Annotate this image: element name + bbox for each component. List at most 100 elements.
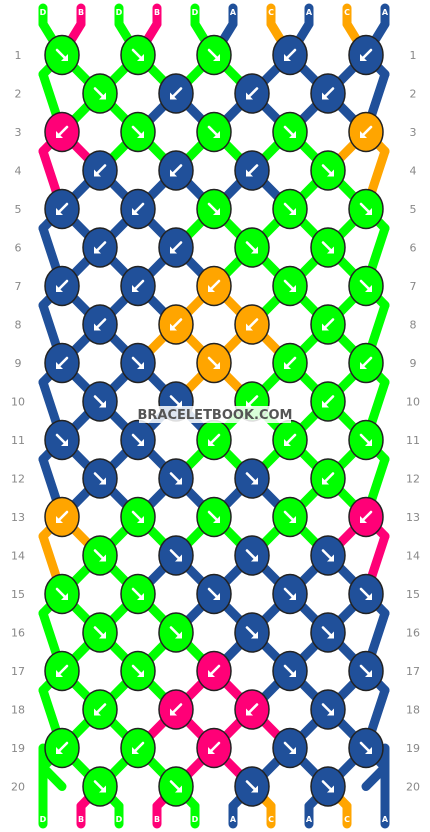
strand-label-bottom: A [230, 815, 237, 824]
knot [310, 766, 346, 807]
knot [196, 188, 232, 230]
knot [158, 689, 194, 730]
arrow-down-right-icon [93, 395, 106, 408]
knot [120, 496, 156, 538]
knot [82, 304, 118, 345]
arrow-down-right-icon [283, 202, 296, 215]
arrow-down-left-icon [322, 87, 335, 100]
knot [348, 573, 384, 615]
arrow-down-right-icon [207, 202, 220, 215]
knot [348, 727, 384, 769]
knot [196, 419, 232, 461]
arrow-down-left-icon [246, 164, 259, 177]
row-number-left: 5 [15, 203, 22, 216]
arrow-down-left-icon [170, 164, 183, 177]
row-number-right: 14 [406, 550, 420, 563]
arrow-down-right-icon [283, 279, 296, 292]
arrow-down-right-icon [131, 433, 144, 446]
knot [196, 111, 232, 153]
strand-label-bottom: D [192, 815, 199, 824]
row-number-left: 15 [11, 588, 25, 601]
arrow-down-right-icon [283, 741, 296, 754]
row-number-left: 9 [15, 357, 22, 370]
strand-label-bottom: A [382, 815, 389, 824]
row-number-left: 3 [15, 126, 22, 139]
arrow-down-right-icon [359, 741, 372, 754]
row-number-left: 18 [11, 704, 25, 717]
arrow-down-left-icon [170, 318, 183, 331]
knot [272, 111, 308, 153]
row-number-left: 4 [15, 165, 22, 178]
knot [234, 535, 270, 576]
row-number-right: 12 [406, 473, 420, 486]
arrow-down-left-icon [56, 279, 69, 292]
watermark: BRACELETBOOK.COM [138, 406, 292, 423]
arrow-down-right-icon [245, 626, 258, 639]
arrow-down-right-icon [131, 356, 144, 369]
arrow-down-right-icon [131, 48, 144, 61]
knot [310, 227, 346, 268]
knot [158, 535, 194, 576]
knot [82, 73, 118, 114]
arrow-down-right-icon [207, 587, 220, 600]
row-number-left: 14 [11, 550, 25, 563]
knot [272, 34, 308, 76]
row-number-left: 7 [15, 280, 22, 293]
arrow-down-left-icon [208, 664, 221, 677]
row-number-right: 11 [406, 434, 420, 447]
arrow-down-right-icon [55, 587, 68, 600]
knot [44, 265, 80, 307]
knot [310, 612, 346, 653]
arrow-down-right-icon [93, 626, 106, 639]
row-number-left: 8 [15, 319, 22, 332]
arrow-down-right-icon [169, 395, 182, 408]
knot [272, 650, 308, 692]
knot [82, 227, 118, 268]
knot [196, 727, 232, 769]
knot [44, 342, 80, 384]
arrow-down-right-icon [207, 48, 220, 61]
knot [44, 111, 80, 153]
knot [82, 458, 118, 499]
knot [44, 496, 80, 538]
knot [158, 304, 194, 345]
arrow-down-left-icon [284, 433, 297, 446]
row-number-right: 6 [410, 242, 417, 255]
knot [44, 727, 80, 769]
knot [196, 265, 232, 307]
knot [120, 188, 156, 230]
row-number-right: 10 [406, 396, 420, 409]
arrow-down-left-icon [94, 318, 107, 331]
arrow-down-right-icon [359, 664, 372, 677]
arrow-down-left-icon [246, 318, 259, 331]
arrow-down-left-icon [56, 664, 69, 677]
knot [272, 419, 308, 461]
arrow-down-right-icon [359, 202, 372, 215]
knot [310, 150, 346, 191]
knot [234, 73, 270, 114]
strand-label-bottom: A [306, 815, 313, 824]
knot [158, 612, 194, 653]
knot [120, 419, 156, 461]
arrow-down-left-icon [360, 125, 373, 138]
row-number-right: 15 [406, 588, 420, 601]
knot [348, 342, 384, 384]
arrow-down-right-icon [131, 510, 144, 523]
strand-label-top: D [116, 8, 123, 17]
row-number-right: 13 [406, 511, 420, 524]
row-number-left: 12 [11, 473, 25, 486]
knot [310, 689, 346, 730]
strand-label-top: A [230, 8, 237, 17]
arrow-down-left-icon [94, 703, 107, 716]
knot [272, 727, 308, 769]
row-number-left: 6 [15, 242, 22, 255]
strand-label-bottom: B [78, 815, 84, 824]
row-number-right: 7 [410, 280, 417, 293]
row-number-right: 8 [410, 319, 417, 332]
knot [310, 304, 346, 345]
arrow-down-right-icon [321, 780, 334, 793]
knot [234, 150, 270, 191]
arrow-down-right-icon [245, 780, 258, 793]
row-number-right: 5 [410, 203, 417, 216]
